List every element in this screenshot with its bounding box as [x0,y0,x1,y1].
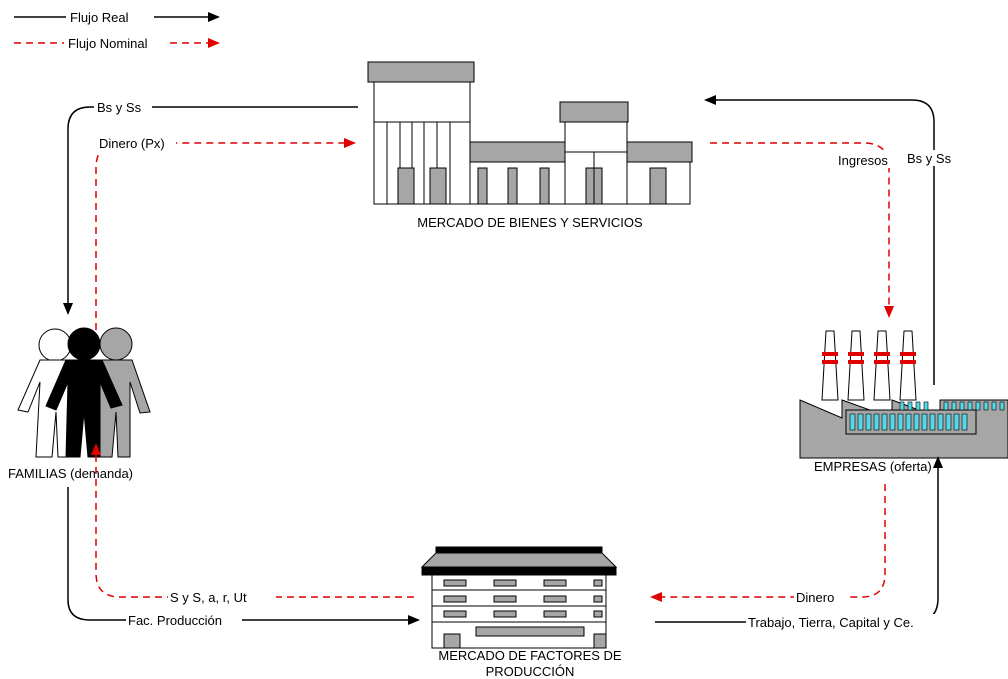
families-label: FAMILIAS (demanda) [8,466,133,481]
goods-market-label: MERCADO DE BIENES Y SERVICIOS [417,215,643,230]
label-goods-from-firms: Bs y Ss [907,151,952,166]
goods-market-icon [368,62,692,204]
label-rents: S y S, a, r, Ut [170,590,247,605]
legend: Flujo Real Flujo Nominal [14,9,218,51]
firms-icon [800,331,1008,458]
factors-market-icon [422,547,616,648]
label-money-px: Dinero (Px) [99,136,165,151]
label-trabajo: Trabajo, Tierra, Capital y Ce. [748,615,914,630]
label-goods-to-families: Bs y Ss [97,100,142,115]
legend-real-label: Flujo Real [70,10,129,25]
flow-dinero [652,484,885,597]
families-icon [18,328,150,457]
legend-nominal-label: Flujo Nominal [68,36,148,51]
flow-rents [96,445,414,597]
flow-ingresos [710,143,889,316]
label-dinero: Dinero [796,590,834,605]
label-ingresos: Ingresos [838,153,888,168]
label-fac-produccion: Fac. Producción [128,613,222,628]
firms-label: EMPRESAS (oferta) [814,459,932,474]
flow-money-px [96,143,354,330]
factors-market-label-line1: MERCADO DE FACTORES DE [438,648,622,663]
factors-market-label-line2: PRODUCCIÓN [486,664,575,679]
